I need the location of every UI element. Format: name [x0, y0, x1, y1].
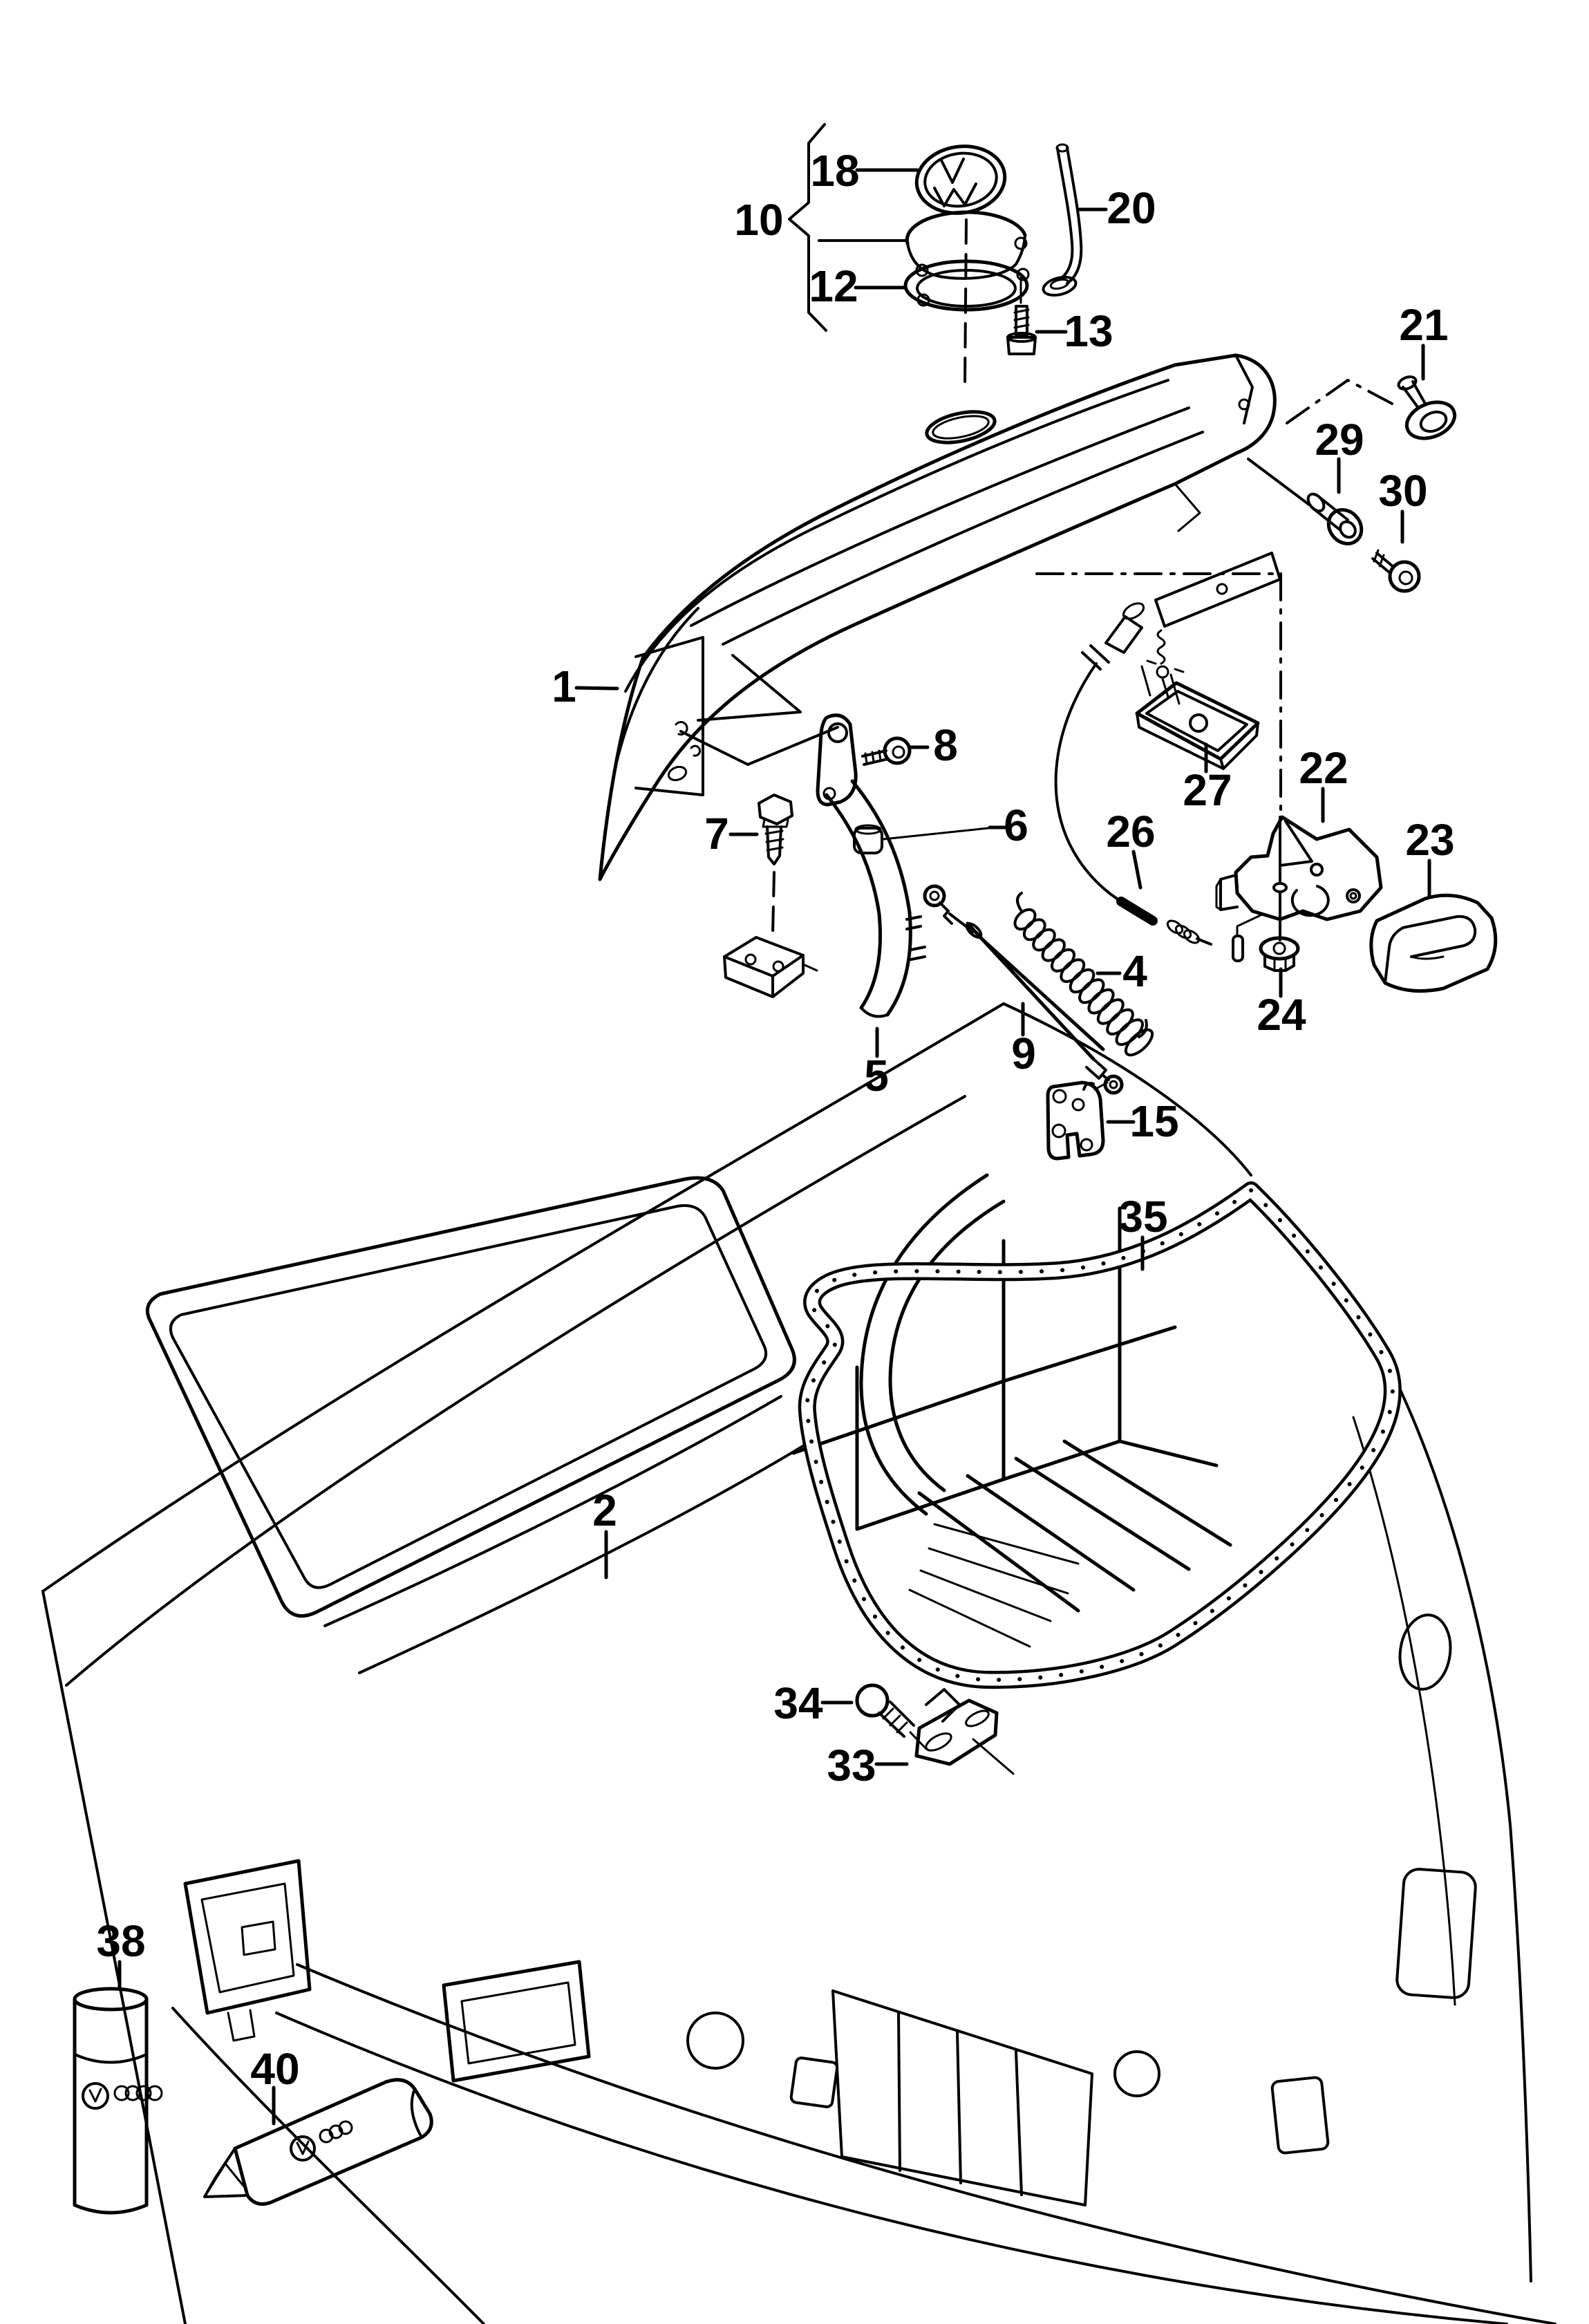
callout-10: 10 — [734, 195, 783, 245]
clip-21 — [1397, 375, 1457, 440]
callout-leader-26 — [1131, 850, 1143, 890]
glue-tube-40 — [203, 2078, 433, 2206]
lock-group — [1035, 572, 1498, 993]
hinge-ref-line — [679, 726, 839, 766]
screw-13 — [1006, 277, 1037, 355]
striker-33 — [914, 1688, 1015, 1775]
hinge-group — [679, 713, 990, 1018]
callout-7: 7 — [704, 809, 729, 859]
callout-9: 9 — [1011, 1029, 1036, 1078]
vw-emblem-w — [933, 182, 977, 207]
callout-27: 27 — [1183, 765, 1232, 815]
striker-group — [855, 1683, 1015, 1775]
hinge-base-bracket — [723, 936, 818, 998]
bracket-10-brace — [788, 123, 827, 332]
rear-window-inner-edge — [169, 1204, 768, 1589]
trunk-lid — [598, 353, 1281, 881]
left-body-edge — [41, 1590, 187, 2324]
c-pillar-line — [65, 1095, 966, 1687]
buffer-6 — [853, 824, 990, 854]
license-light-27 — [1104, 602, 1260, 770]
screw-7 — [758, 794, 793, 936]
rear-panel-bumper — [275, 1960, 1557, 2324]
callout-1: 1 — [552, 662, 576, 711]
screw-34 — [855, 1683, 928, 1750]
vw-emblem-v — [940, 158, 965, 184]
nut-24 — [1259, 936, 1300, 972]
lid-corner-detail — [1154, 354, 1281, 628]
callout-35: 35 — [1118, 1192, 1167, 1241]
callout-22: 22 — [1299, 743, 1348, 793]
callout-12: 12 — [809, 261, 858, 311]
callout-30: 30 — [1378, 466, 1427, 516]
rear-window-aperture — [145, 1176, 796, 1618]
callout-21: 21 — [1399, 300, 1448, 350]
drain-tube-20 — [1042, 143, 1083, 297]
roof-line — [41, 1002, 1005, 1593]
emblem-cup — [905, 210, 1027, 280]
trunk-seal-35 — [798, 1181, 1402, 1689]
shelf-crease-2 — [358, 1443, 807, 1674]
callout-5: 5 — [864, 1051, 889, 1100]
callout-2: 2 — [592, 1486, 617, 1535]
emblem-assembly — [788, 123, 1083, 388]
strut-spring-group — [923, 884, 1154, 1161]
hinge-arm-5 — [825, 779, 926, 1018]
right-shoulder-line — [1002, 1002, 1252, 1177]
cable-pin — [1232, 935, 1244, 962]
lower-hole-rect — [1270, 2076, 1330, 2155]
gutter-channel — [859, 1173, 1080, 1648]
callout-40: 40 — [250, 2044, 299, 2094]
vw-emblem — [914, 144, 1007, 215]
callout-13: 13 — [1064, 306, 1113, 356]
assembly-axis — [963, 218, 968, 388]
quarter-hole-rect — [1395, 1868, 1477, 1999]
callout-18: 18 — [810, 146, 859, 196]
callout-6: 6 — [1004, 800, 1028, 850]
quarter-crease — [1352, 1416, 1456, 2006]
release-cable-26 — [1054, 644, 1265, 962]
callout-38: 38 — [96, 1916, 145, 1966]
seal-dots — [805, 1188, 1395, 1683]
callout-15: 15 — [1129, 1096, 1178, 1146]
taillight-cutout — [183, 1859, 312, 2042]
ref-line-29 — [1247, 458, 1310, 506]
callout-4: 4 — [1122, 946, 1147, 996]
bracket-15 — [1046, 1080, 1109, 1161]
callout-8: 8 — [933, 720, 958, 770]
callout-24: 24 — [1257, 990, 1306, 1040]
consumables — [73, 1987, 433, 2215]
ref-line-21 — [1286, 379, 1395, 424]
callout-33: 33 — [827, 1741, 876, 1790]
callout-23: 23 — [1405, 815, 1454, 865]
spring-coil — [1124, 1028, 1154, 1057]
right-quarter-edge — [1382, 1355, 1532, 2283]
emblem-hole — [925, 410, 997, 444]
fastener-group — [1247, 375, 1457, 593]
callout-20: 20 — [1107, 183, 1156, 233]
left-sill-line — [171, 2007, 485, 2324]
trunk-interior — [791, 1206, 1232, 1613]
shelf-crease — [323, 1395, 782, 1627]
spring-4 — [1013, 892, 1154, 1057]
gas-strut-9 — [923, 884, 1124, 1095]
callout-26: 26 — [1106, 807, 1155, 856]
quarter-hole-oval — [1398, 1613, 1452, 1691]
sleeve-29 — [1306, 492, 1364, 545]
lid-latch-panel — [634, 636, 704, 796]
striker-cover-23 — [1369, 893, 1498, 993]
screw-30 — [1371, 549, 1421, 593]
callout-34: 34 — [773, 1678, 823, 1728]
lock-22 — [1215, 815, 1383, 941]
callout-29: 29 — [1315, 415, 1364, 465]
spray-can-38 — [73, 1987, 163, 2215]
car-body — [41, 1002, 1557, 2324]
screw-8 — [861, 736, 912, 766]
